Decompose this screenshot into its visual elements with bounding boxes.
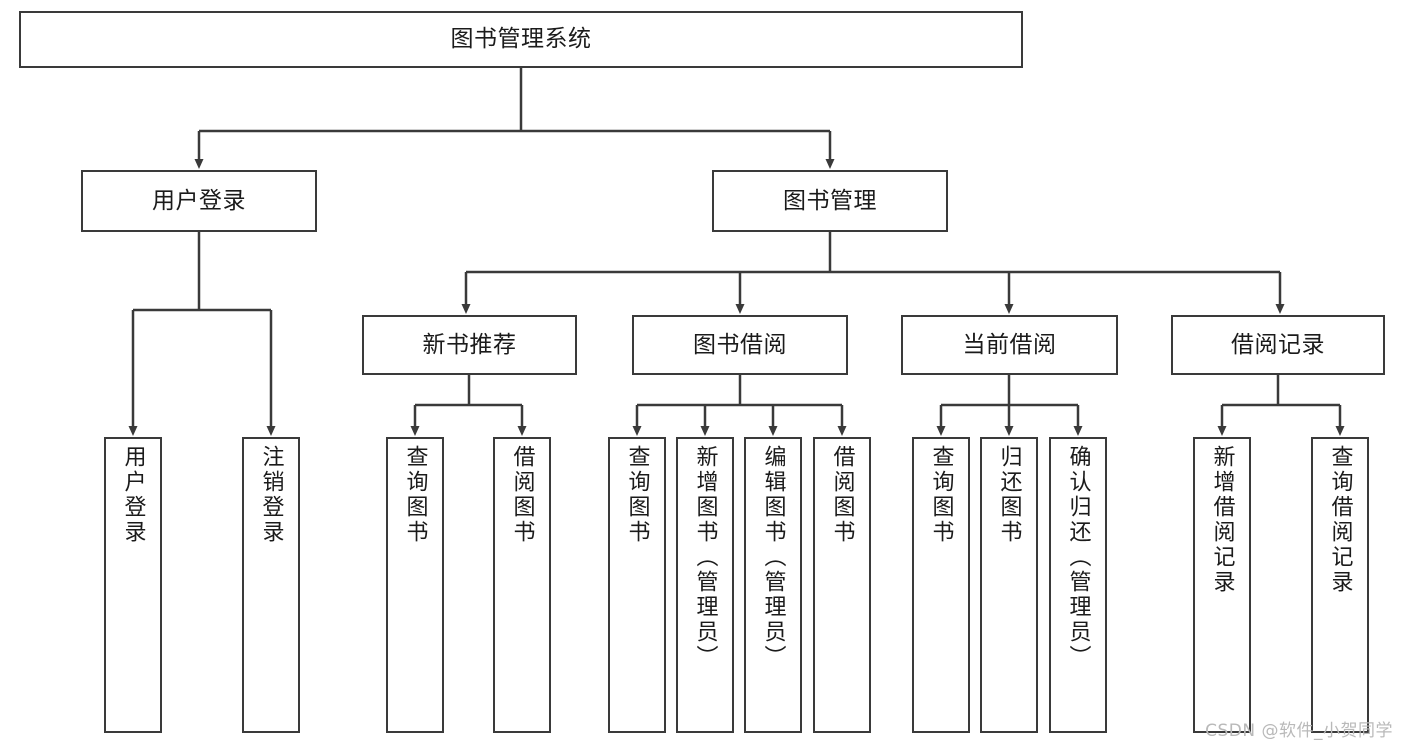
leaf-current-borrow-3-label: 确认归还（管理员） [1065, 445, 1091, 670]
leaf-new-book-1[interactable]: 查询图书 [386, 437, 444, 733]
leaf-user-login-1[interactable]: 用户登录 [104, 437, 162, 733]
leaf-new-book-2[interactable]: 借阅图书 [493, 437, 551, 733]
node-new-book-recommend-label: 新书推荐 [422, 331, 517, 358]
leaf-book-borrow-3[interactable]: 编辑图书（管理员） [744, 437, 802, 733]
leaf-new-book-2-label: 借阅图书 [509, 445, 535, 545]
leaf-borrow-record-2[interactable]: 查询借阅记录 [1311, 437, 1369, 733]
leaf-borrow-record-1-label: 新增借阅记录 [1209, 445, 1235, 595]
leaf-user-login-1-label: 用户登录 [120, 445, 146, 545]
leaf-current-borrow-1-label: 查询图书 [928, 445, 954, 545]
leaf-user-login-2-label: 注销登录 [258, 445, 284, 545]
node-book-borrow[interactable]: 图书借阅 [632, 315, 848, 375]
leaf-current-borrow-2-label: 归还图书 [996, 445, 1022, 545]
node-book-borrow-label: 图书借阅 [693, 331, 787, 358]
node-new-book-recommend[interactable]: 新书推荐 [362, 315, 577, 375]
leaf-borrow-record-2-label: 查询借阅记录 [1327, 445, 1353, 595]
leaf-book-borrow-1[interactable]: 查询图书 [608, 437, 666, 733]
csdn-watermark: CSDN @软件_小贺同学 [1205, 721, 1393, 741]
node-book-manage-label: 图书管理 [783, 187, 877, 214]
node-user-login-label: 用户登录 [152, 187, 246, 214]
node-current-borrow[interactable]: 当前借阅 [901, 315, 1118, 375]
node-borrow-record-label: 借阅记录 [1231, 331, 1325, 358]
leaf-current-borrow-1[interactable]: 查询图书 [912, 437, 970, 733]
leaf-book-borrow-3-label: 编辑图书（管理员） [760, 445, 786, 670]
node-root-label: 图书管理系统 [450, 26, 592, 53]
leaf-book-borrow-2[interactable]: 新增图书（管理员） [676, 437, 734, 733]
leaf-user-login-2[interactable]: 注销登录 [242, 437, 300, 733]
node-borrow-record[interactable]: 借阅记录 [1171, 315, 1385, 375]
leaf-book-borrow-2-label: 新增图书（管理员） [692, 445, 718, 670]
leaf-book-borrow-4[interactable]: 借阅图书 [813, 437, 871, 733]
leaf-book-borrow-4-label: 借阅图书 [829, 445, 855, 545]
node-user-login[interactable]: 用户登录 [81, 170, 317, 232]
leaf-new-book-1-label: 查询图书 [402, 445, 428, 545]
leaf-book-borrow-1-label: 查询图书 [624, 445, 650, 545]
node-root[interactable]: 图书管理系统 [19, 11, 1023, 68]
node-book-manage[interactable]: 图书管理 [712, 170, 948, 232]
leaf-current-borrow-3[interactable]: 确认归还（管理员） [1049, 437, 1107, 733]
leaf-borrow-record-1[interactable]: 新增借阅记录 [1193, 437, 1251, 733]
leaf-current-borrow-2[interactable]: 归还图书 [980, 437, 1038, 733]
node-current-borrow-label: 当前借阅 [962, 331, 1057, 358]
